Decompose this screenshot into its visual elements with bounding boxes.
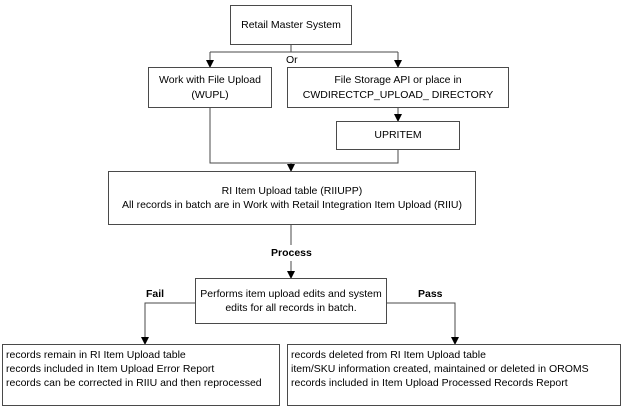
file-storage-api-label-line2: CWDIRECTCP_UPLOAD_ DIRECTORY (302, 88, 494, 101)
upload-edits-box: Performs item upload edits and system ed… (195, 278, 387, 324)
pass-result-box: records deleted from RI Item Upload tabl… (287, 344, 621, 406)
retail-master-system-label: Retail Master System (241, 18, 341, 31)
riiupp-label-line1: RI Item Upload table (RIIUPP) (221, 184, 363, 197)
upload-edits-label-line2: edits for all records in batch. (225, 302, 357, 314)
fail-result-line2: records included in Item Upload Error Re… (6, 363, 215, 376)
pass-label: Pass (418, 288, 443, 300)
fail-result-box: records remain in RI Item Upload table r… (2, 344, 280, 406)
riiupp-box: RI Item Upload table (RIIUPP) All record… (108, 171, 476, 225)
connector-wupl-down (209, 108, 291, 164)
process-label: Process (271, 247, 312, 259)
wupl-box: Work with File Upload (WUPL) (148, 67, 272, 108)
riiupp-label-line2: All records in batch are in Work with Re… (121, 199, 463, 211)
pass-result-line2: item/SKU information created, maintained… (291, 363, 589, 376)
connector-fail (141, 302, 195, 345)
connector-upritem-down (291, 150, 399, 164)
wupl-label-line1: Work with File Upload (159, 74, 261, 87)
wupl-label-line2: (WUPL) (191, 88, 229, 101)
upload-edits-label-line1: Performs item upload edits and system (200, 287, 382, 300)
file-storage-api-label-line1: File Storage API or place in (334, 74, 462, 87)
connector-pass (387, 302, 459, 345)
pass-result-line3: records included in Item Upload Processe… (291, 377, 568, 390)
or-label: Or (286, 54, 298, 66)
retail-master-system-box: Retail Master System (230, 5, 352, 45)
upritem-label: UPRITEM (374, 129, 422, 142)
pass-result-line1: records deleted from RI Item Upload tabl… (291, 349, 486, 361)
file-storage-api-box: File Storage API or place in CWDIRECTCP_… (287, 67, 509, 108)
upritem-box: UPRITEM (336, 121, 460, 150)
fail-result-line1: records remain in RI Item Upload table (6, 349, 186, 361)
fail-result-line3: records can be corrected in RIIU and the… (6, 377, 262, 390)
fail-label: Fail (146, 288, 165, 300)
